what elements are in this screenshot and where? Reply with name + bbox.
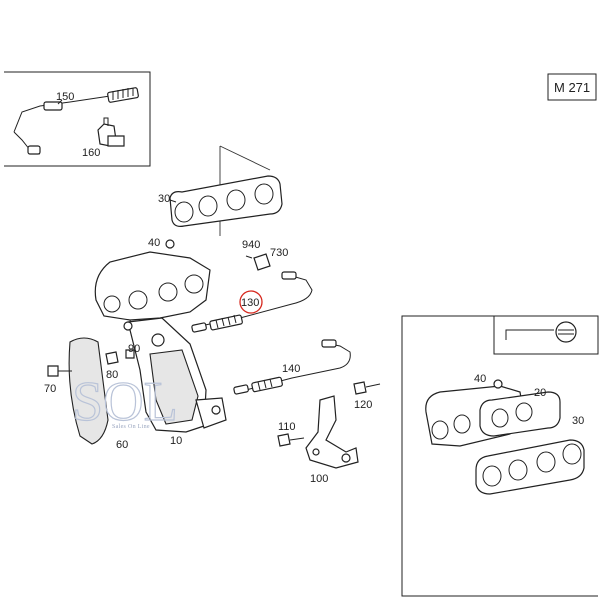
- watermark-logo: SOL: [72, 371, 178, 433]
- bolt-70: [47, 365, 72, 377]
- callout-80: 80: [106, 369, 118, 381]
- callout-90: 90: [128, 343, 140, 355]
- callout-940: 940: [242, 239, 260, 251]
- exhaust-manifold: [94, 251, 211, 331]
- engine-code: M 271: [554, 80, 590, 95]
- bolt-110: [277, 433, 305, 447]
- callout-10: 10: [170, 435, 182, 447]
- callout-30: 30: [158, 193, 170, 205]
- inset-manifold-assembly: [425, 379, 585, 495]
- nut-90: [125, 349, 135, 359]
- inset-oxygen-sensor-top-left: [4, 71, 151, 167]
- callout-120: 120: [354, 399, 372, 411]
- callout-100: 100: [310, 473, 328, 485]
- bracket-100: [305, 395, 359, 469]
- highlight-circle-130: [239, 290, 263, 314]
- oxygen-sensor-130: [191, 253, 313, 333]
- catalytic-converter: [123, 317, 227, 433]
- watermark-subtext: Sales On Line: [112, 424, 150, 430]
- gasket-30: [169, 175, 283, 227]
- watermark: SOL Sales On Line: [71, 370, 178, 433]
- inset-callout-20: 20: [534, 387, 546, 399]
- inset-callout-30: 30: [572, 415, 584, 427]
- bolt-120: [353, 381, 381, 395]
- callout-40: 40: [148, 237, 160, 249]
- callout-730: 730: [270, 247, 288, 259]
- callout-60: 60: [116, 439, 128, 451]
- callout-150: 150: [56, 91, 74, 103]
- callout-110: 110: [278, 421, 296, 433]
- inset-callout-40: 40: [474, 373, 486, 385]
- callout-140: 140: [282, 363, 300, 375]
- bolt-80: [105, 351, 119, 365]
- washer-40: [165, 239, 175, 249]
- engine-code-box: M 271: [547, 73, 597, 101]
- heat-shield-60: [68, 337, 109, 445]
- inset-manifold-bottom-right: [401, 315, 599, 597]
- callout-130: 130: [241, 297, 259, 309]
- oxygen-sensor-140: [233, 339, 351, 395]
- callout-160: 160: [82, 147, 100, 159]
- callout-70: 70: [44, 383, 56, 395]
